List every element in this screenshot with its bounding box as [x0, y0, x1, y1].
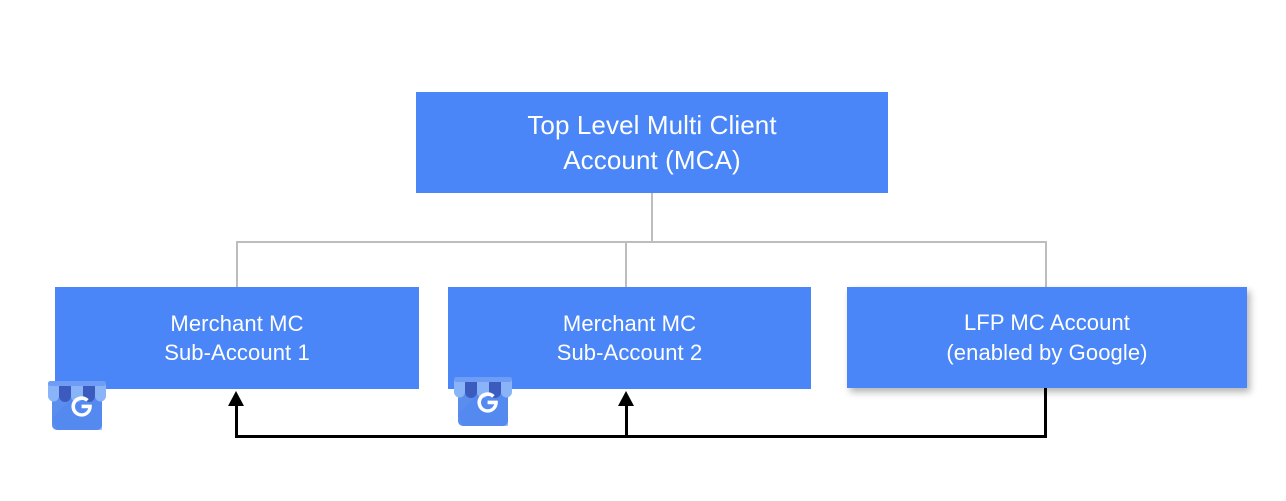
- google-business-profile-icon: [38, 362, 116, 440]
- connector-drop-sub1: [236, 241, 238, 288]
- connector-drop-sub2: [625, 241, 627, 288]
- arrow-up-icon: [618, 391, 634, 406]
- node-merchant-sub-account-1-label: Merchant MC Sub-Account 1: [164, 310, 310, 365]
- flow-line-from-lfp: [1044, 388, 1047, 438]
- node-top-level-mca[interactable]: Top Level Multi Client Account (MCA): [416, 92, 888, 193]
- flow-line-to-sub1: [235, 404, 238, 437]
- google-business-profile-icon: [444, 358, 522, 436]
- node-merchant-sub-account-2-label: Merchant MC Sub-Account 2: [556, 310, 703, 365]
- node-lfp-mc-account-label: LFP MC Account (enabled by Google): [946, 310, 1148, 365]
- flow-line-horizontal: [235, 435, 1047, 438]
- arrow-up-icon: [228, 391, 244, 406]
- connector-drop-lfp: [1045, 241, 1047, 288]
- node-merchant-sub-account-2[interactable]: Merchant MC Sub-Account 2: [448, 287, 811, 389]
- node-top-level-mca-label: Top Level Multi Client Account (MCA): [527, 110, 777, 175]
- node-merchant-sub-account-1[interactable]: Merchant MC Sub-Account 1: [55, 287, 419, 389]
- node-lfp-mc-account[interactable]: LFP MC Account (enabled by Google): [847, 287, 1247, 388]
- connector-top-to-bus: [651, 193, 653, 243]
- flow-line-to-sub2: [625, 404, 628, 437]
- connector-horizontal-bus: [236, 241, 1047, 243]
